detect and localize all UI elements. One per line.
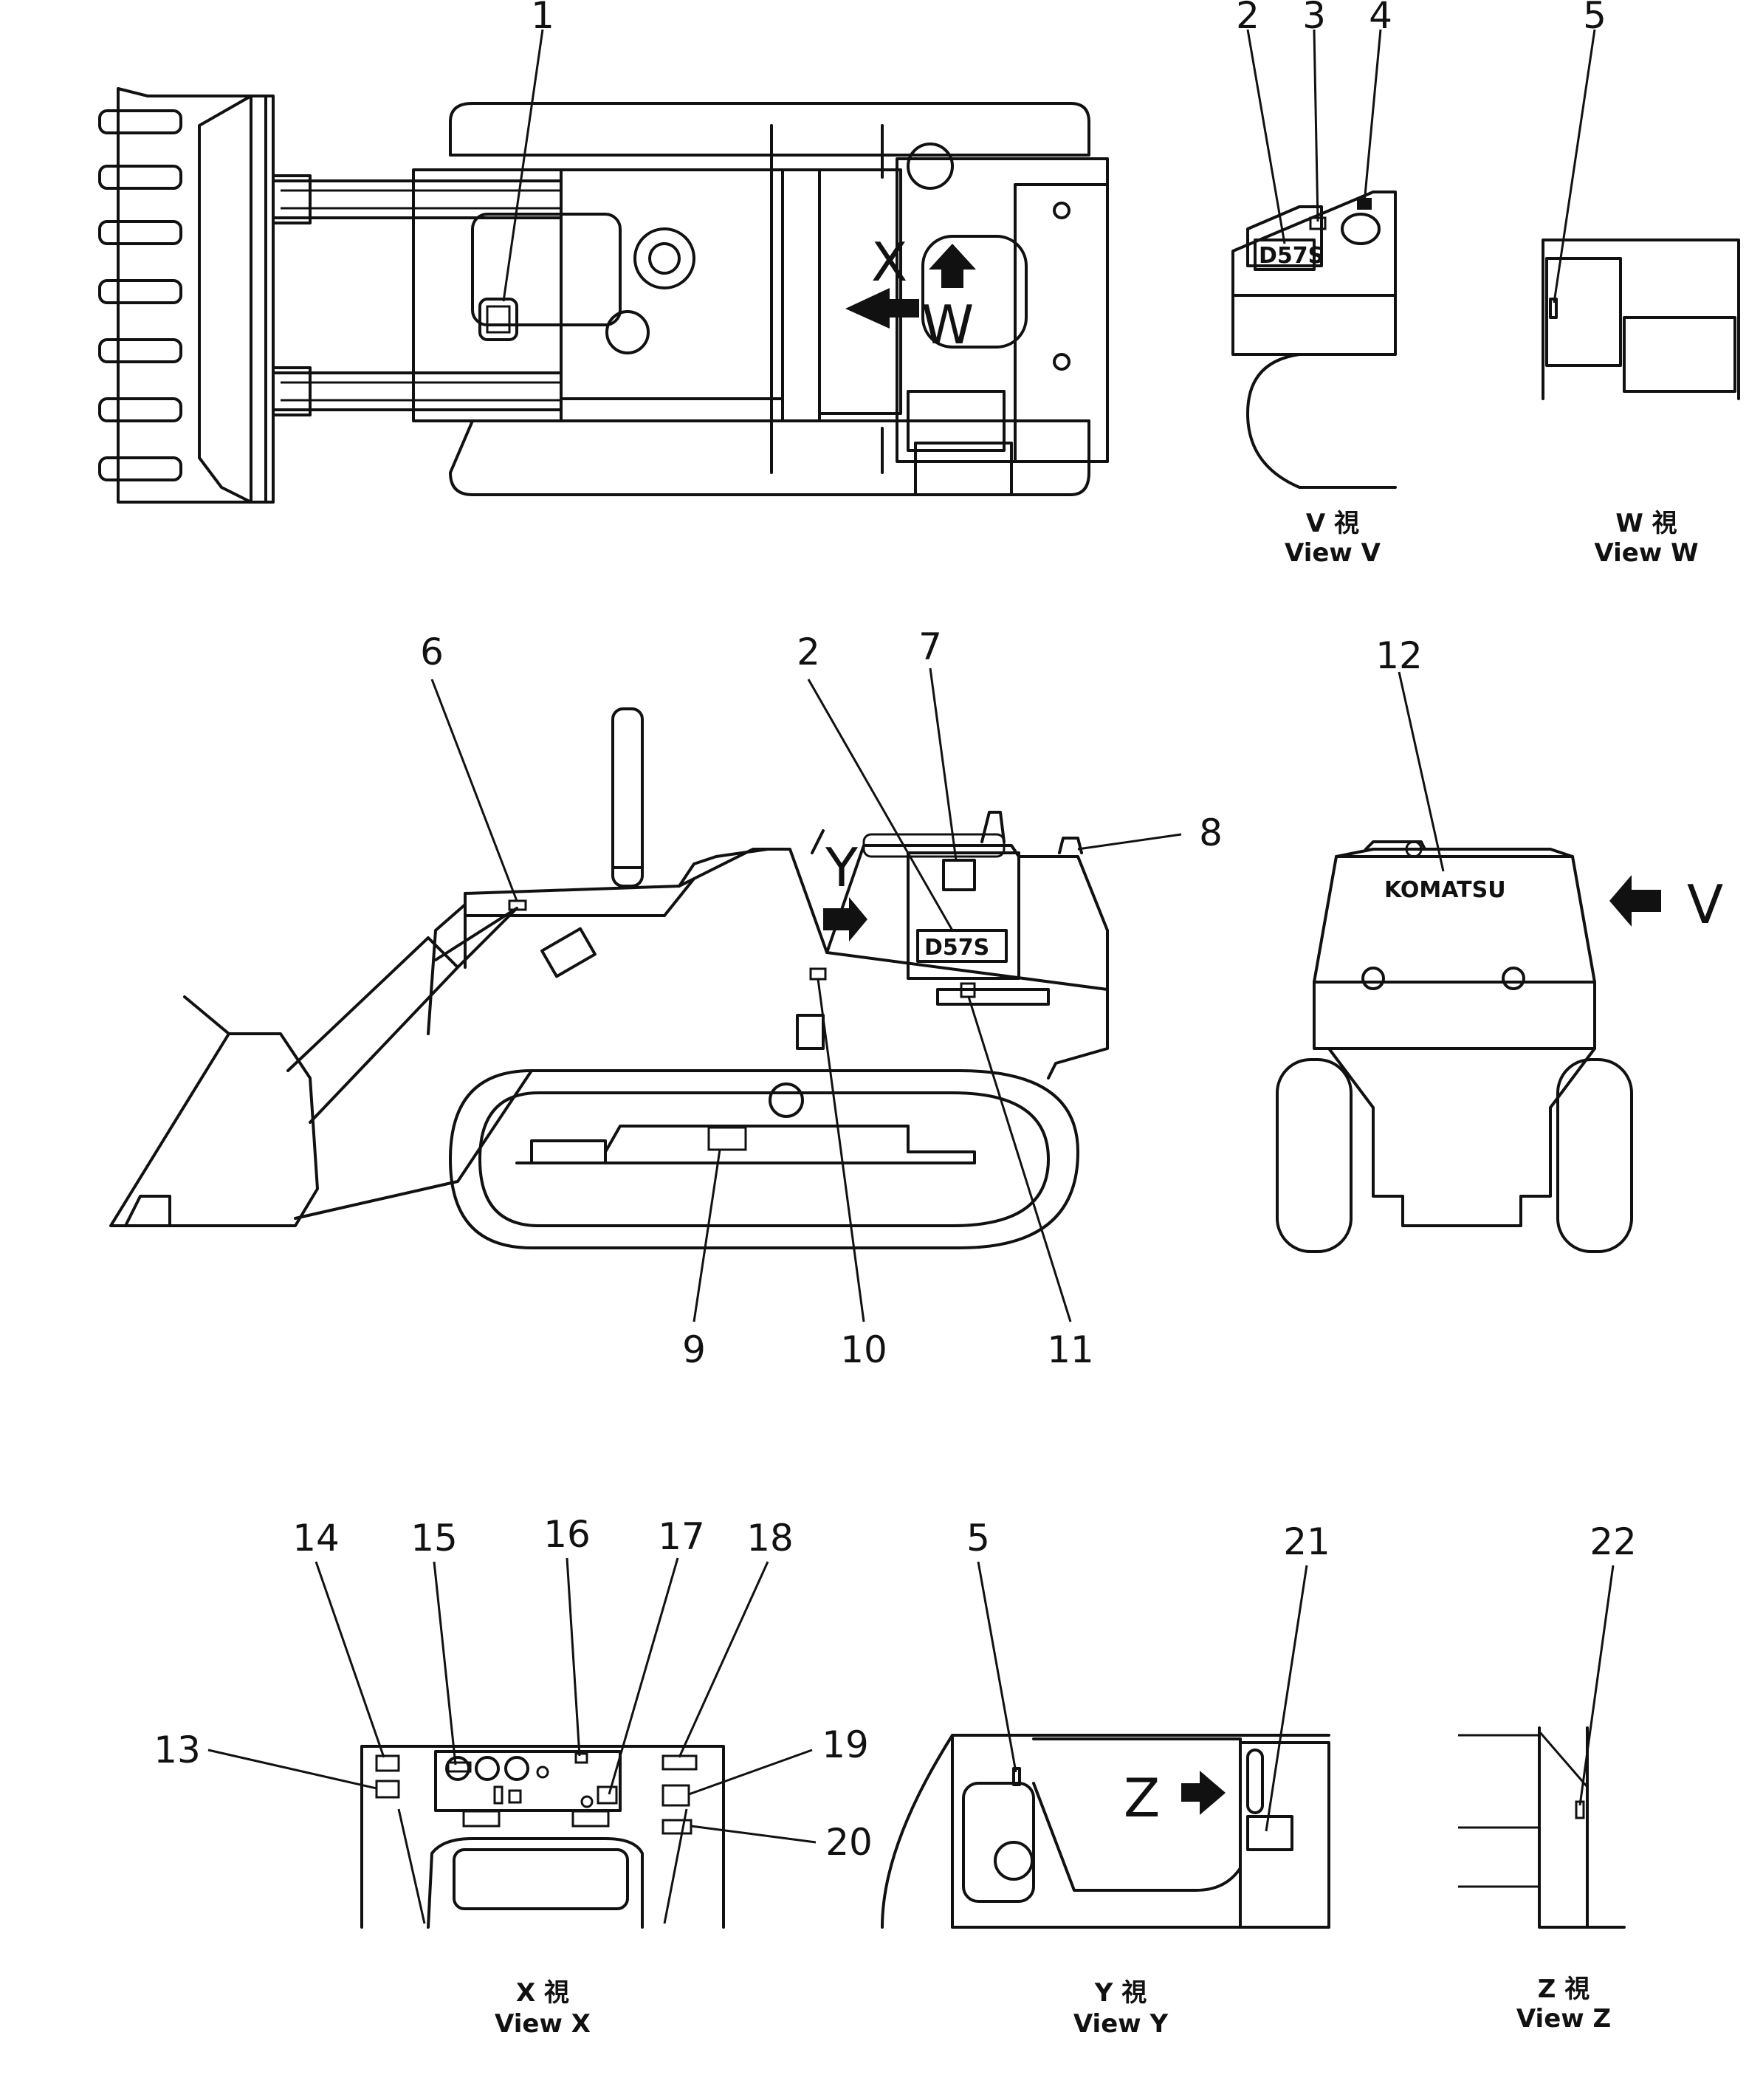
- arrow-label-x: X: [871, 231, 907, 293]
- decal-2-plate-side: [916, 929, 1008, 963]
- callout-2-side: 2: [797, 631, 820, 673]
- decal-7-plate: [942, 859, 976, 891]
- side-view: [109, 707, 1109, 1249]
- right-track-plan: [449, 419, 1090, 496]
- decal-brand-rear: KOMATSU: [1384, 877, 1506, 903]
- callout-5-bottom: 5: [966, 1517, 990, 1559]
- view-v-label-jp: V 視: [1306, 509, 1359, 538]
- callout-21: 21: [1283, 1520, 1330, 1563]
- decal-model-view-v: D57S: [1259, 243, 1324, 269]
- bucket-teeth: [98, 109, 182, 481]
- decal-5-plate-y: [1012, 1767, 1021, 1786]
- callout-9: 9: [682, 1328, 706, 1371]
- top-view-plan: [98, 87, 1109, 504]
- callout-19: 19: [822, 1723, 869, 1766]
- arrow-y-right: [823, 897, 867, 941]
- rear-view: [1276, 840, 1661, 1253]
- callout-20: 20: [825, 1821, 873, 1864]
- decal-10-plate: [809, 967, 827, 981]
- view-w-label-en: View W: [1594, 538, 1698, 568]
- decal-18-plate: [661, 1754, 698, 1771]
- view-v-drawing: [1231, 191, 1397, 489]
- arrow-label-w: W: [921, 294, 974, 356]
- callout-14: 14: [292, 1517, 340, 1559]
- left-track-plan: [449, 102, 1090, 157]
- arrow-w-up: [929, 244, 976, 288]
- view-v-label-en: View V: [1285, 538, 1381, 568]
- callout-5-top: 5: [1583, 0, 1606, 37]
- decal-13-plate: [375, 1780, 400, 1799]
- view-w-label-jp: W 視: [1615, 509, 1677, 538]
- decal-19-plate: [661, 1784, 690, 1807]
- callout-8: 8: [1199, 811, 1223, 854]
- side-track: [449, 1069, 1079, 1249]
- callout-22: 22: [1590, 1520, 1637, 1563]
- decal-4-plate: [1357, 198, 1372, 210]
- callout-2: 2: [1236, 0, 1259, 37]
- callout-7: 7: [918, 625, 942, 668]
- decal-14-plate: [375, 1754, 400, 1772]
- view-y-drawing: [881, 1734, 1330, 1929]
- callout-10: 10: [840, 1328, 887, 1371]
- arrow-z-right: [1181, 1771, 1226, 1815]
- callout-6: 6: [420, 631, 444, 673]
- callout-11: 11: [1047, 1328, 1094, 1371]
- view-y-label-en: View Y: [1073, 2009, 1169, 2039]
- arrow-label-y: Y: [825, 837, 859, 899]
- callout-17: 17: [658, 1515, 705, 1558]
- decal-1-plate: [478, 298, 518, 341]
- decal-15-plate: [447, 1761, 472, 1773]
- view-y-label-jp: Y 視: [1094, 1978, 1147, 2008]
- callout-18: 18: [746, 1517, 794, 1559]
- view-x-drawing: [360, 1745, 725, 1929]
- decal-model-side: D57S: [924, 935, 989, 961]
- bucket-outline: [117, 87, 267, 504]
- view-z-drawing: [1458, 1726, 1626, 1929]
- callout-16: 16: [543, 1513, 591, 1556]
- arrow-x-left: [845, 288, 919, 329]
- callout-4: 4: [1369, 0, 1392, 37]
- decal-6-plate: [508, 899, 527, 911]
- arrow-label-v: V: [1687, 874, 1723, 936]
- decal-9-plate: [707, 1126, 747, 1151]
- view-x-label-en: View X: [495, 2009, 591, 2039]
- view-w-drawing: [1542, 239, 1740, 400]
- callout-15: 15: [410, 1517, 458, 1559]
- callout-3: 3: [1302, 0, 1326, 37]
- callout-1: 1: [531, 0, 554, 37]
- decal-21-plate: [1246, 1815, 1293, 1851]
- arrow-v-left: [1609, 875, 1661, 927]
- view-x-label-jp: X 視: [516, 1978, 569, 2008]
- decal-20-plate: [661, 1819, 693, 1835]
- callout-12: 12: [1375, 634, 1423, 677]
- decal-5-plate-w: [1549, 298, 1558, 319]
- view-z-label-en: View Z: [1516, 2004, 1611, 2034]
- callout-13: 13: [154, 1729, 201, 1771]
- arrow-label-z: Z: [1124, 1767, 1160, 1829]
- view-z-label-jp: Z 視: [1538, 1974, 1590, 2004]
